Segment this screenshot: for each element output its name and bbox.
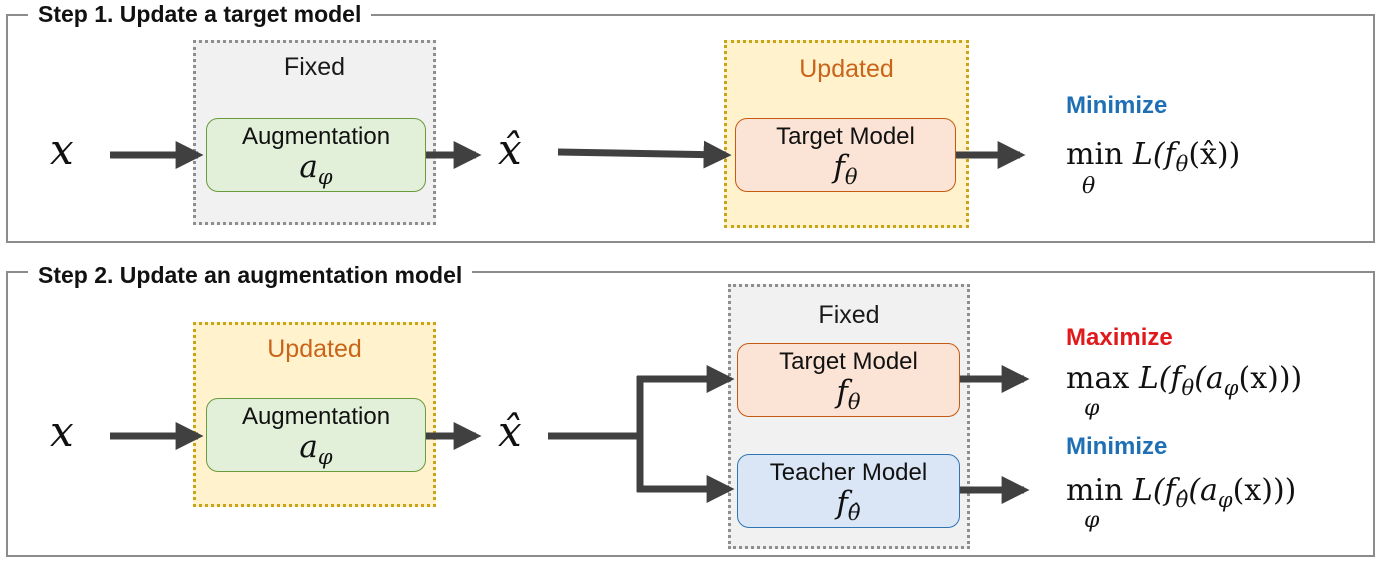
- step1-objective-label: Minimize: [1066, 92, 1168, 119]
- step2-input-x: x: [50, 407, 74, 456]
- step1-target-model-symbol: fθ: [833, 149, 858, 190]
- step1-augmentation-symbol: aφ: [299, 149, 333, 190]
- step1-augmentation-name: Augmentation: [241, 123, 391, 150]
- step2-augmentation-name: Augmentation: [241, 403, 391, 430]
- step1-frame: [6, 14, 1375, 243]
- step2-updated-label: Updated: [267, 335, 362, 363]
- step2-augmentation-block: Augmentation aφ: [206, 398, 426, 472]
- step1-augmentation-block: Augmentation aφ: [206, 118, 426, 192]
- step2-teacher-model-block: Teacher Model fθ̂: [737, 454, 960, 528]
- step2-frame: [6, 271, 1375, 557]
- step2-teacher-model-symbol: fθ̂: [836, 485, 861, 526]
- step1-target-model-block: Target Model fθ: [735, 118, 956, 192]
- step1-target-model-name: Target Model: [776, 123, 915, 150]
- step2-fixed-label: Fixed: [818, 301, 880, 329]
- step2-teacher-model-name: Teacher Model: [769, 459, 928, 486]
- step1-input-x: x: [50, 125, 74, 174]
- step2-augmentation-symbol: aφ: [299, 429, 333, 470]
- step2-teacher-objective-label: Minimize: [1066, 433, 1168, 460]
- step2-target-model-symbol: fθ: [836, 374, 861, 415]
- step2-output-xhat: x̂: [498, 407, 522, 456]
- step2-target-objective-label: Maximize: [1066, 324, 1173, 351]
- step1-updated-label: Updated: [799, 55, 894, 83]
- step1-arrow-xhat-to-target: [557, 140, 732, 169]
- step2-target-model-name: Target Model: [779, 348, 918, 375]
- step1-title: Step 1. Update a target model: [28, 1, 372, 27]
- step1-fixed-label: Fixed: [283, 53, 346, 81]
- step2-target-model-block: Target Model fθ: [737, 343, 960, 417]
- step1-output-xhat: x̂: [498, 125, 522, 174]
- step2-title: Step 2. Update an augmentation model: [28, 262, 473, 288]
